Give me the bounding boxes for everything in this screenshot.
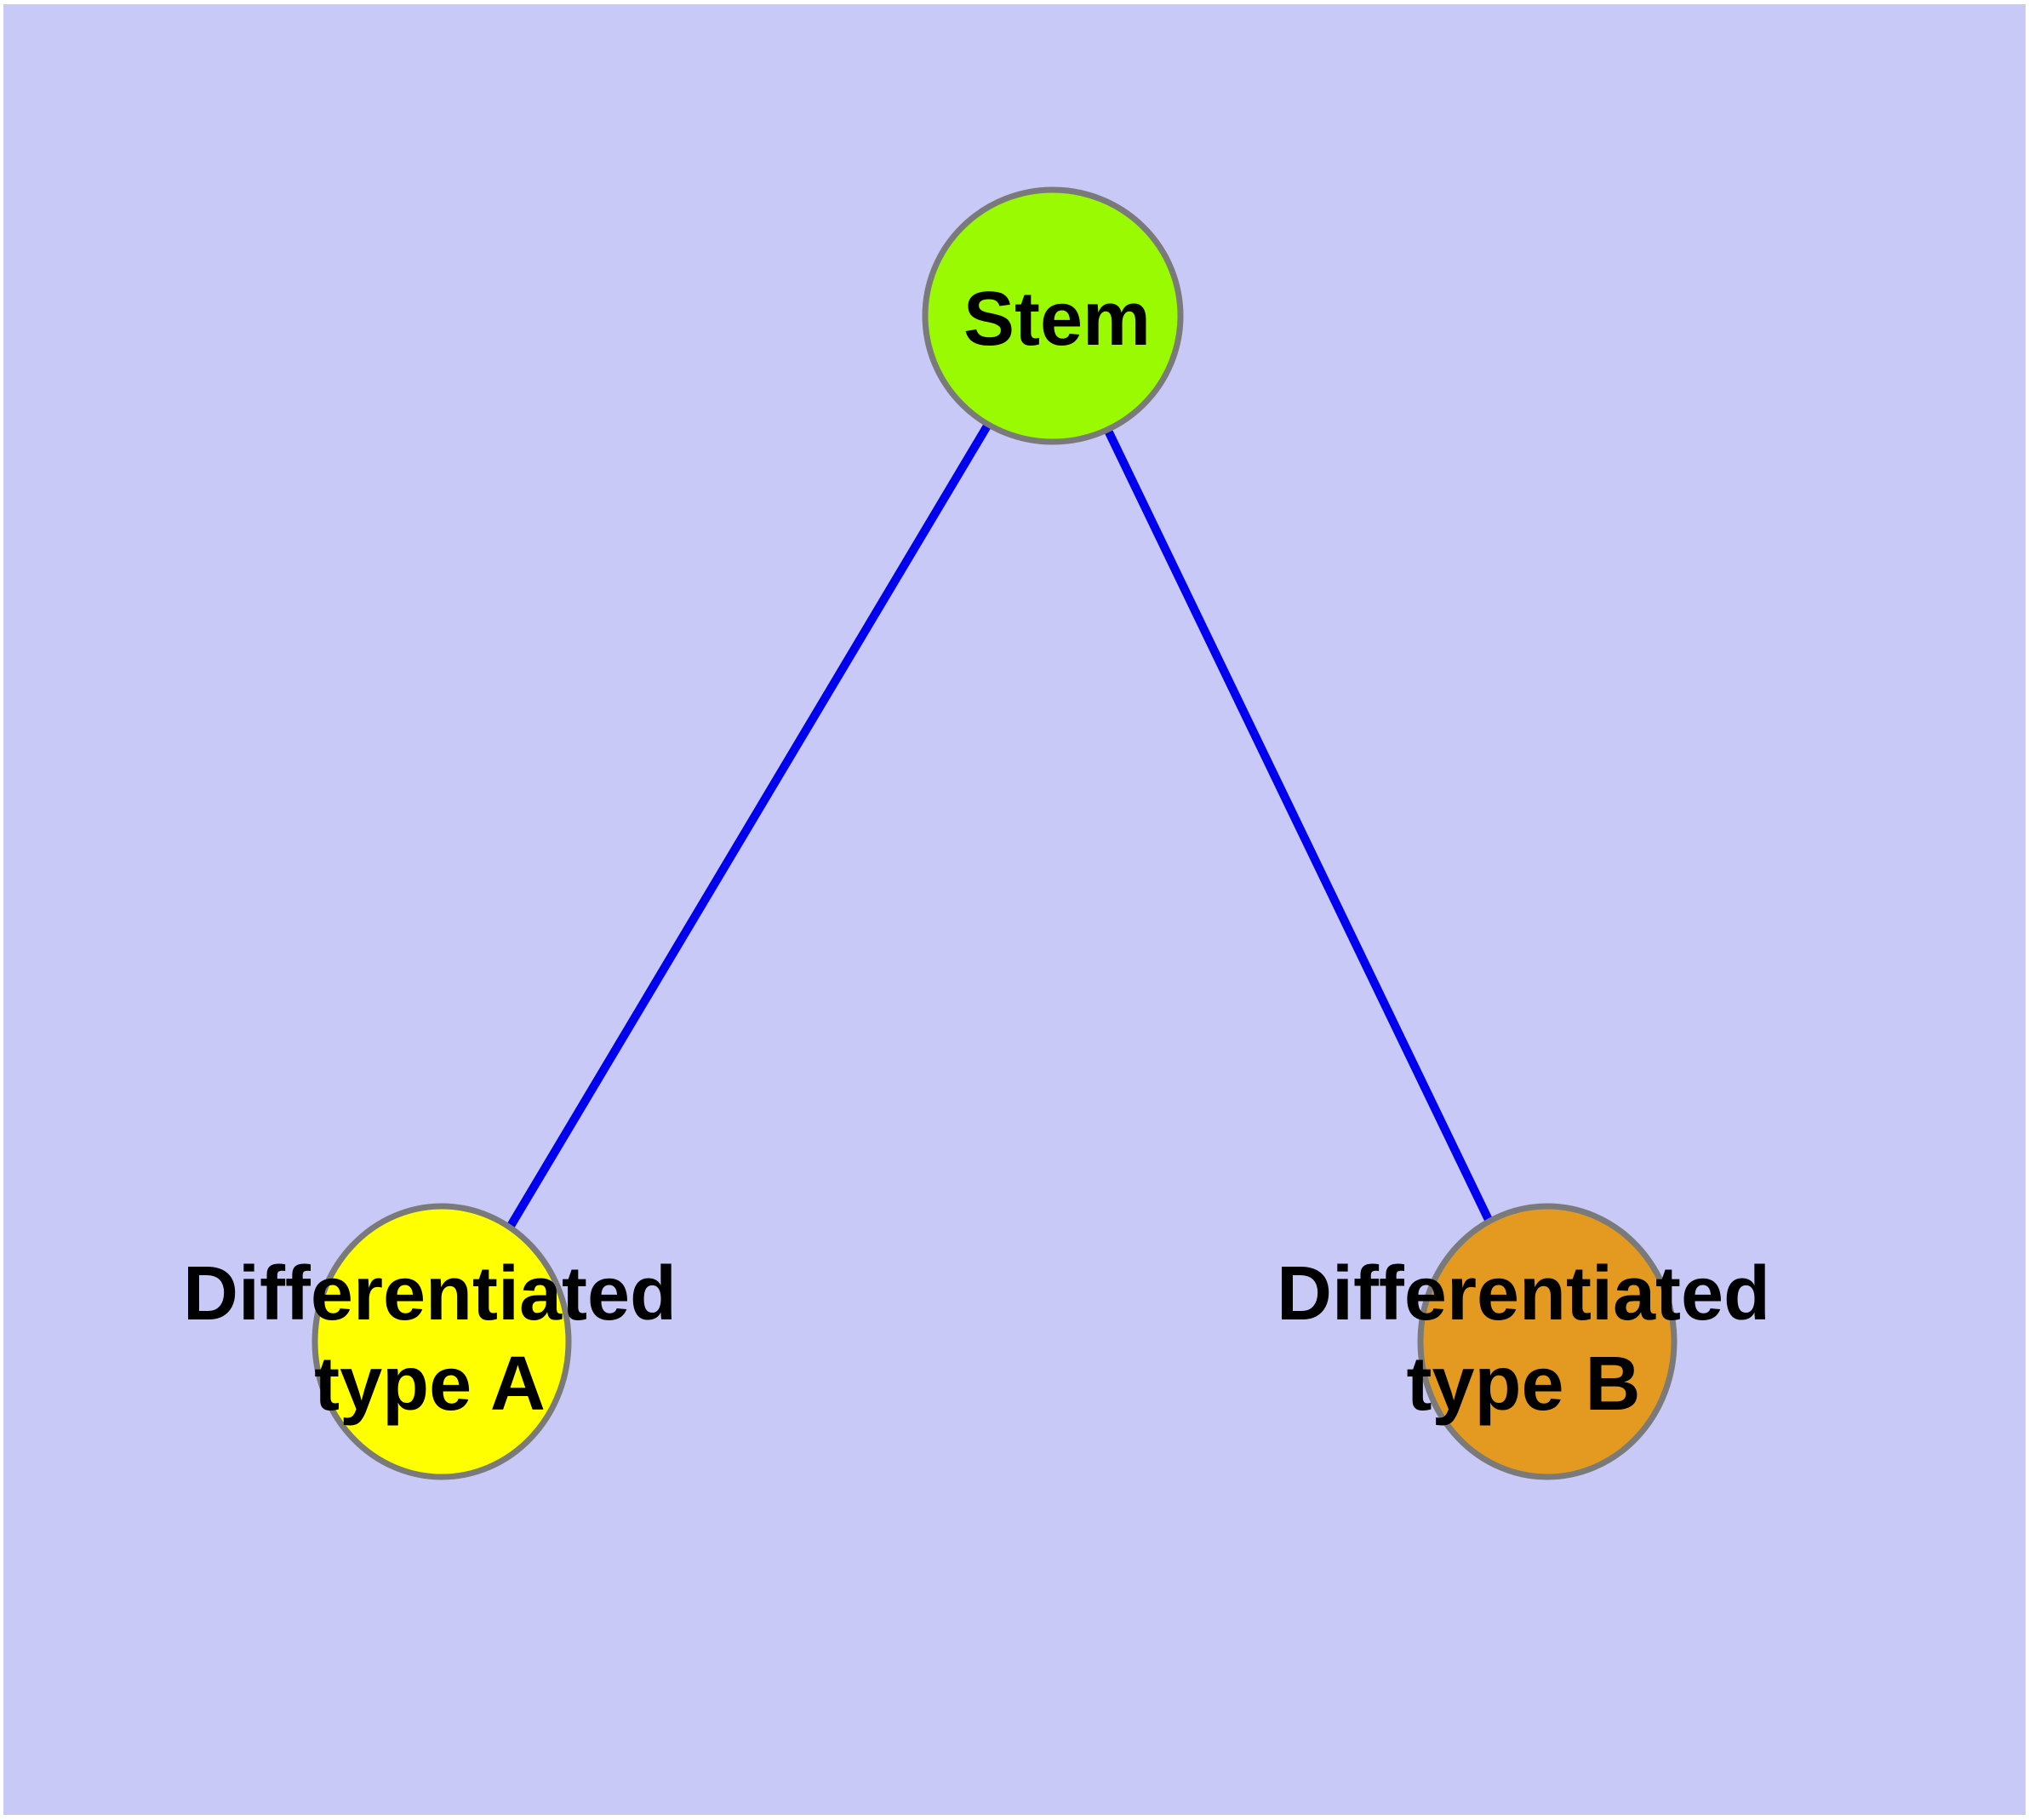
- node-differentiated-type-a-label-line2: type A: [314, 1342, 546, 1427]
- node-layer: [311, 186, 1677, 1480]
- node-stem-label: Stem: [963, 277, 1151, 362]
- node-differentiated-type-b-label-line2: type B: [1406, 1342, 1640, 1427]
- node-stem-circle[interactable]: [922, 186, 1184, 445]
- label-layer: Stem Differentiated type A Differentiate…: [183, 277, 1770, 1427]
- node-differentiated-type-a-circle[interactable]: [311, 1203, 572, 1480]
- node-differentiated-type-b-circle[interactable]: [1417, 1203, 1677, 1480]
- node-differentiated-type-b-label-line1: Differentiated: [1277, 1251, 1770, 1336]
- node-differentiated-type-a-label-line1: Differentiated: [183, 1251, 677, 1336]
- edge-layer: [437, 313, 1552, 1344]
- edge-stem-to-type-a: [437, 313, 1057, 1344]
- edge-stem-to-type-b: [1049, 313, 1552, 1344]
